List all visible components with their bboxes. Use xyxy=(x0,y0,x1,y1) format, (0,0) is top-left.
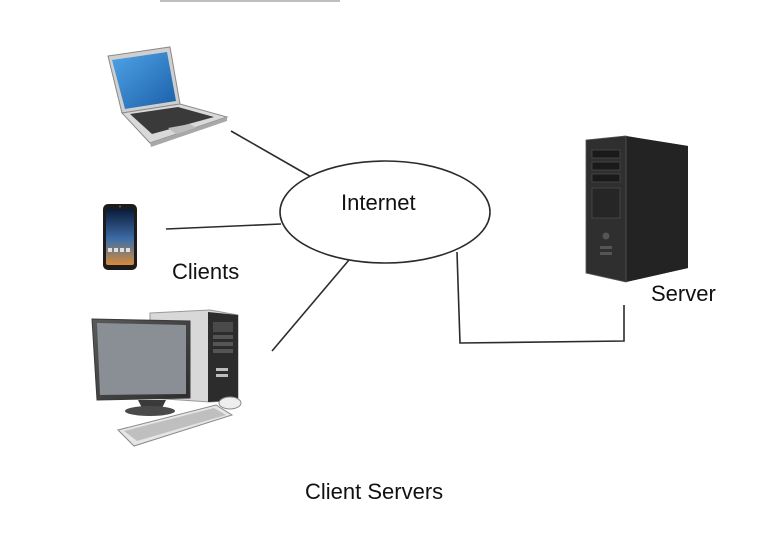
diagram-caption: Client Servers xyxy=(305,479,444,504)
internet-cloud xyxy=(279,160,491,264)
link-laptop-internet xyxy=(230,130,314,179)
link-phone-internet xyxy=(165,223,282,230)
top-edge-bar xyxy=(160,0,340,2)
internet-label: Internet xyxy=(341,190,416,215)
clients-label: Clients xyxy=(172,259,240,284)
server-tower-icon xyxy=(585,135,688,283)
laptop-icon xyxy=(107,46,229,147)
desktop-computer-icon xyxy=(91,309,242,447)
connections xyxy=(165,130,625,352)
server-label: Server xyxy=(651,281,716,306)
smartphone-icon xyxy=(103,204,137,270)
link-internet-server xyxy=(456,251,625,344)
link-desktop-internet xyxy=(271,259,350,352)
